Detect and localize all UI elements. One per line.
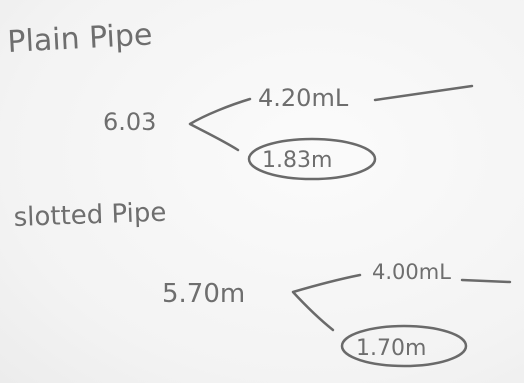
slotted-pipe-circle	[340, 324, 468, 368]
slotted-pipe-heading: slotted Pipe	[13, 198, 167, 233]
plain-pipe-branch-lines	[188, 97, 252, 152]
slotted-pipe-branch-lines	[291, 273, 362, 332]
slotted-pipe-split-b: 1.70m	[356, 336, 426, 361]
plain-pipe-underline	[373, 84, 474, 102]
plain-pipe-circle	[247, 137, 377, 181]
slotted-pipe-split-a: 4.00mL	[372, 260, 451, 284]
plain-pipe-split-b: 1.83m	[262, 148, 332, 173]
slotted-pipe-underline	[460, 278, 512, 284]
plain-pipe-split-a: 4.20mL	[258, 84, 349, 112]
plain-pipe-heading: Plain Pipe	[7, 17, 154, 60]
slotted-pipe-total: 5.70m	[162, 279, 245, 309]
plain-pipe-total: 6.03	[103, 108, 156, 136]
